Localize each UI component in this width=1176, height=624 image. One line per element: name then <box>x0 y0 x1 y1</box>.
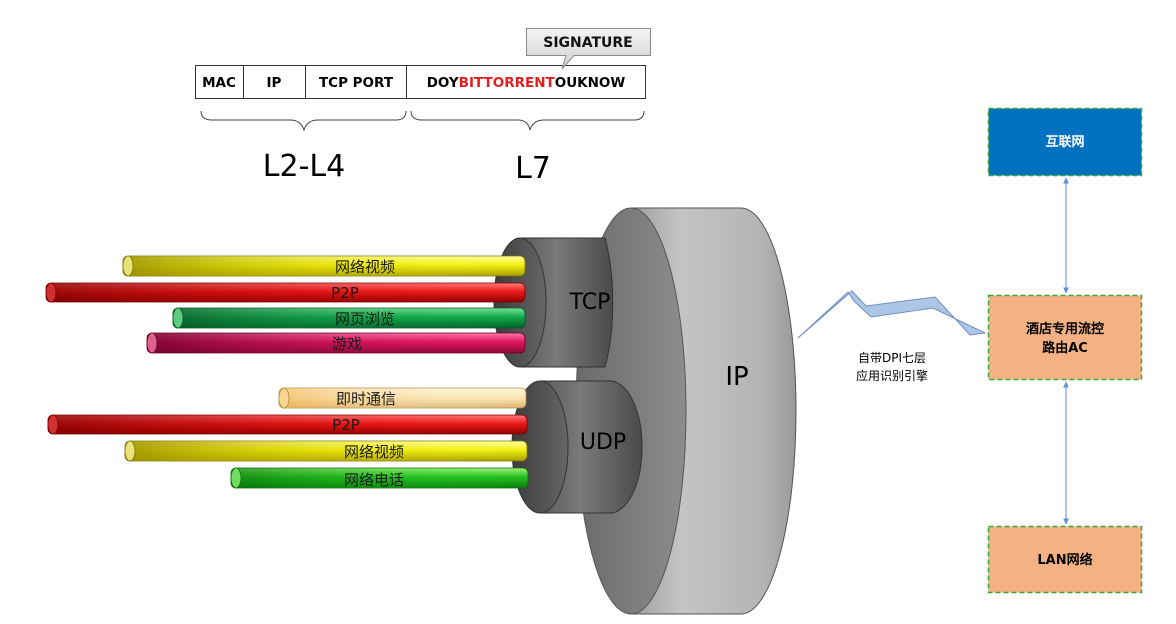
node-internet-label: 互联网 <box>1045 135 1084 150</box>
pipe-udp-im: 即时通信 <box>278 387 527 409</box>
braces <box>200 110 645 132</box>
payload-highlight: BITTORRENT <box>459 75 556 91</box>
signature-label: SIGNATURE <box>543 35 633 51</box>
node-lan: LAN网络 <box>987 525 1143 594</box>
pipe-udp-video: 网络视频 <box>124 440 528 462</box>
node-internet: 互联网 <box>987 107 1143 177</box>
pipe-tcp-video: 网络视频 <box>122 255 526 277</box>
brace-l7 <box>410 110 645 131</box>
pipe-tcp-p2p-label: P2P <box>331 284 359 302</box>
pipe-udp-video-label: 网络视频 <box>344 443 404 461</box>
tcp-cylinder: TCP <box>493 237 614 368</box>
udp-pipes: 即时通信 P2P 网络视频 网络电话 <box>47 387 529 489</box>
label-l7: L7 <box>515 151 551 186</box>
pipe-tcp-web: 网页浏览 <box>172 307 526 329</box>
pipe-tcp-game: 游戏 <box>146 332 526 354</box>
node-router: 酒店专用流控 路由AC <box>987 294 1143 381</box>
label-tcp: TCP <box>569 290 611 315</box>
brace-l2-l4 <box>200 110 407 132</box>
label-udp: UDP <box>580 430 626 455</box>
pipe-tcp-web-label: 网页浏览 <box>335 310 395 328</box>
dpi-label-line1: 自带DPI七层 <box>858 351 926 365</box>
packet-header: MAC IP TCP PORT DOYBITTORRENTOUKNOW <box>195 65 646 99</box>
pipe-udp-p2p-label: P2P <box>332 416 360 434</box>
payload-suffix: OUKNOW <box>555 75 626 91</box>
node-router-label-line1: 酒店专用流控 <box>1026 321 1104 337</box>
pipe-udp-p2p: P2P <box>47 414 528 435</box>
payload-string: DOYBITTORRENTOUKNOW <box>427 75 626 91</box>
tcp-pipes: 网络视频 P2P 网页浏览 游戏 <box>45 255 526 354</box>
pipe-tcp-p2p: P2P <box>45 282 526 303</box>
pipe-tcp-video-label: 网络视频 <box>335 258 395 276</box>
label-ip: IP <box>725 362 748 392</box>
lightning-bolt-icon <box>797 290 987 339</box>
field-tcp-port: TCP PORT <box>319 75 394 91</box>
pipe-tcp-game-label: 游戏 <box>332 335 362 353</box>
field-ip: IP <box>267 75 282 91</box>
pipe-udp-voip-label: 网络电话 <box>344 471 404 489</box>
pipe-udp-voip: 网络电话 <box>230 467 529 489</box>
field-mac: MAC <box>202 75 236 91</box>
udp-cylinder: UDP <box>511 380 643 514</box>
signature-callout: SIGNATURE <box>526 28 651 70</box>
node-router-label-line2: 路由AC <box>1042 340 1088 356</box>
dpi-label-line2: 应用识别引擎 <box>856 368 928 383</box>
label-l2-l4: L2-L4 <box>263 149 345 184</box>
pipe-udp-im-label: 即时通信 <box>336 390 396 408</box>
node-lan-label: LAN网络 <box>1037 552 1092 568</box>
payload-prefix: DOY <box>427 75 459 91</box>
